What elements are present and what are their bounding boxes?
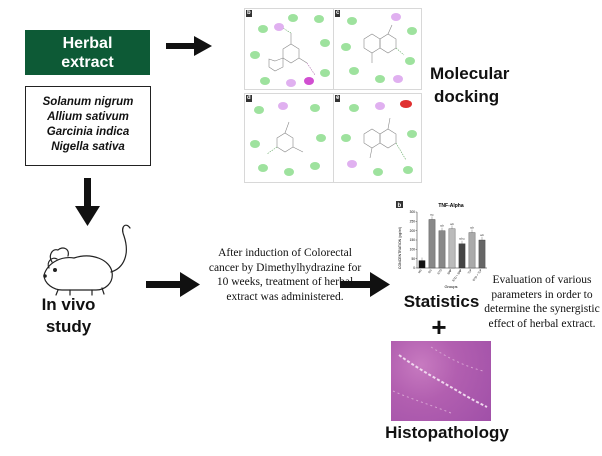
- panel-tag: e: [335, 95, 341, 102]
- histology-texture: [392, 346, 488, 414]
- chart-bar: [438, 230, 446, 269]
- chart-ytick-label: 200: [410, 229, 416, 233]
- plant-name: Solanum nigrum: [42, 96, 134, 108]
- chart-data-label: a,b: [440, 224, 444, 228]
- chart-data-label: a,c: [430, 213, 434, 216]
- histopathology-label: Histopathology: [385, 423, 509, 442]
- chart-ytick-label: 300: [410, 210, 416, 214]
- in-vivo-line1: In vivo: [41, 295, 96, 314]
- docking-panel-d: d: [244, 93, 334, 183]
- docking-label-line2: docking: [434, 87, 500, 106]
- chart-panel-tag-bg: [396, 201, 403, 208]
- chart-bar: [458, 243, 466, 269]
- panel-tag: c: [335, 10, 341, 17]
- docking-panel-c: c: [333, 8, 422, 90]
- arrow-right-icon: [340, 272, 390, 297]
- chart-bar: [418, 260, 426, 269]
- chart-ytick-label: 0: [413, 266, 415, 270]
- herbal-extract-box: Herbal extract: [25, 30, 150, 75]
- herbal-extract-line2: extract: [61, 53, 114, 71]
- chart-data-label: a,b,c: [459, 237, 465, 241]
- docking-diagram-b: [250, 14, 330, 87]
- arrow-right-icon: [146, 272, 200, 297]
- in-vivo-study-label: In vivo study: [26, 294, 111, 338]
- chart-ytick-label: 50: [411, 257, 415, 261]
- evaluation-description: Evaluation of various parameters in orde…: [484, 274, 600, 330]
- chart-xtick-label: STD: [436, 268, 442, 275]
- induction-description: After induction of Colorectal cancer by …: [208, 247, 362, 303]
- chart-ytick-label: 150: [410, 238, 416, 242]
- panel-tag: d: [246, 95, 252, 102]
- mouse-icon: [43, 224, 131, 296]
- plus-sign: +: [431, 312, 447, 342]
- plant-name: Garcinia indica: [46, 126, 130, 138]
- chart-bar: [468, 232, 476, 269]
- chart-panel-tag: b: [398, 203, 402, 209]
- docking-diagram-e: [341, 100, 417, 176]
- chart-xtick-label: SNP: [446, 268, 453, 275]
- chart-bar: [428, 219, 436, 269]
- docking-panel-e: e: [333, 93, 422, 183]
- in-vivo-line2: study: [45, 317, 92, 336]
- chart-xtick-label: STD + TLP: [472, 268, 483, 282]
- chart-bar: [478, 239, 486, 269]
- chart-data-label: a,b: [480, 233, 484, 237]
- plant-list-box: Solanum nigrum Allium sativum Garcinia i…: [25, 86, 151, 166]
- docking-diagram-d: [250, 102, 326, 176]
- chart-title: TNF-Alpha: [438, 203, 463, 209]
- chart-xtick-label: NC: [417, 268, 423, 274]
- arrow-right-icon: [166, 36, 212, 56]
- plant-name: Nigella sativa: [51, 141, 125, 153]
- docking-label-line1: Molecular: [430, 64, 510, 83]
- statistics-label: Statistics: [403, 292, 480, 311]
- tnf-alpha-chart: b TNF-Alpha CONCENTRATION (pg/ml) Groups…: [396, 201, 487, 289]
- histology-image: [391, 341, 491, 421]
- docking-diagram-c: [341, 13, 417, 83]
- herbal-extract-line1: Herbal: [62, 34, 113, 52]
- chart-ylabel: CONCENTRATION (pg/ml): [398, 227, 402, 269]
- chart-xtick-label: DC: [427, 268, 433, 274]
- plant-name: Allium sativum: [47, 111, 129, 123]
- chart-data-label: a,b: [470, 226, 474, 230]
- chart-xtick-label: STD + SNP: [451, 268, 463, 282]
- chart-xlabel: Groups: [444, 284, 457, 289]
- chart-data-label: a,b: [450, 222, 454, 226]
- molecular-docking-label: Molecular docking: [430, 62, 540, 108]
- docking-panel-b: b: [244, 8, 334, 90]
- panel-tag: b: [246, 10, 252, 17]
- chart-xtick-label: TLP: [467, 268, 473, 275]
- chart-ytick-label: 100: [410, 248, 416, 252]
- chart-ytick-label: 250: [410, 220, 416, 224]
- arrow-down-icon: [75, 178, 100, 226]
- chart-bar: [448, 228, 456, 269]
